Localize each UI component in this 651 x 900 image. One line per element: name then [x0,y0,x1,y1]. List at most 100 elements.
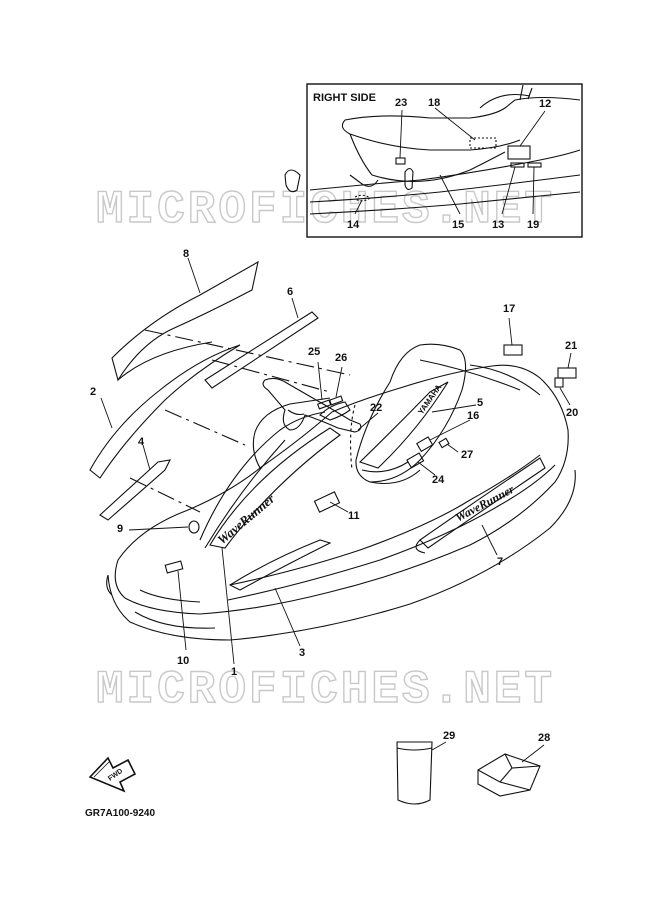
leader-28 [521,744,545,763]
inset-hull-side [284,84,581,215]
callout-27: 27 [461,449,474,461]
decal-11 [313,491,341,513]
decal-8 [111,260,259,382]
leader-26 [335,366,343,398]
leader-16 [429,419,471,441]
part-29 [396,741,433,805]
callout-14: 14 [347,219,360,231]
inset-title: RIGHT SIDE [313,92,376,104]
leader-4 [142,444,151,471]
callout-24: 24 [432,474,445,486]
leader-21 [567,352,572,369]
decal-12 [507,145,531,160]
callout-1: 1 [231,666,238,678]
callout-6: 6 [287,286,294,298]
callout-11: 11 [348,510,360,522]
leader-9 [128,526,189,531]
leader-18 [434,107,476,141]
decal-6 [204,311,319,389]
leader-11 [329,501,349,513]
callout-20: 20 [566,407,579,419]
watermark-top: MICROFICHES.NET [95,183,556,236]
leader-5 [431,404,477,413]
decal-21 [557,367,577,379]
leader-23 [399,109,403,159]
decal-24 [406,452,425,469]
callout-19: 19 [527,219,540,231]
leader-19 [532,166,535,215]
decal-19 [527,162,542,168]
callout-12: 12 [539,98,552,110]
callout-5: 5 [477,397,484,409]
callout-21: 21 [565,340,578,352]
leader-27 [446,443,459,453]
callout-23: 23 [395,97,408,109]
leader-29 [431,741,447,751]
decal-4 [99,459,171,521]
callout-3: 3 [299,647,306,659]
leader-13 [501,166,516,215]
fwd-arrow-icon [88,756,137,793]
decal-14 [354,194,371,202]
decal-7-logo [419,457,546,549]
decal-2 [89,344,241,479]
callout-22: 22 [370,402,383,414]
callout-2: 2 [90,386,97,398]
diagram-code: GR7A100-9240 [85,808,156,819]
decal-7-tail [415,539,426,554]
decal-17 [503,344,523,356]
callout-16: 16 [467,410,480,422]
decal-20 [554,377,564,388]
leader-2 [100,397,113,429]
callout-15: 15 [452,219,465,231]
leader-14 [354,199,363,215]
decal-13 [510,162,525,168]
guide-line-2 [164,409,246,446]
callout-26: 26 [335,352,348,364]
callout-8: 8 [183,248,190,260]
callout-17: 17 [503,303,516,315]
decal-3 [228,539,332,591]
leader-24 [417,461,436,476]
decal-5 [358,381,449,469]
leader-22 [357,412,379,431]
decal-23 [395,157,406,165]
callout-25: 25 [308,346,321,358]
decal-18 [469,137,497,149]
decal-16 [416,436,434,453]
part-28 [477,753,541,797]
callout-13: 13 [492,219,505,231]
callout-28: 28 [538,732,551,744]
guide-line-6 [211,359,331,393]
leader-8 [187,257,201,294]
leader-20 [559,387,571,406]
callout-4: 4 [138,436,145,448]
leader-15 [439,174,461,215]
decal-9 [188,520,200,534]
callout-29: 29 [443,730,456,742]
leader-25 [317,361,323,401]
handlebar [262,377,362,433]
callout-10: 10 [177,655,190,667]
leader-3 [274,587,301,647]
guide-line-22 [350,404,356,471]
leader-17 [508,317,513,346]
decal-26 [328,395,344,406]
decal-10 [164,560,184,574]
leader-1 [221,547,235,665]
callout-18: 18 [428,97,441,109]
hull-logo-right: WaveRunner [453,482,517,525]
leader-12 [519,110,546,147]
decal-27 [438,437,450,449]
decal-25 [316,399,332,410]
watermark-bottom: MICROFICHES.NET [95,663,556,716]
decal-1-logo [209,427,341,549]
guide-line-4 [129,477,201,513]
callout-7: 7 [497,556,504,568]
leader-6 [291,297,299,319]
callout-9: 9 [117,523,124,535]
main-hull [106,343,576,641]
leader-10 [177,570,187,651]
